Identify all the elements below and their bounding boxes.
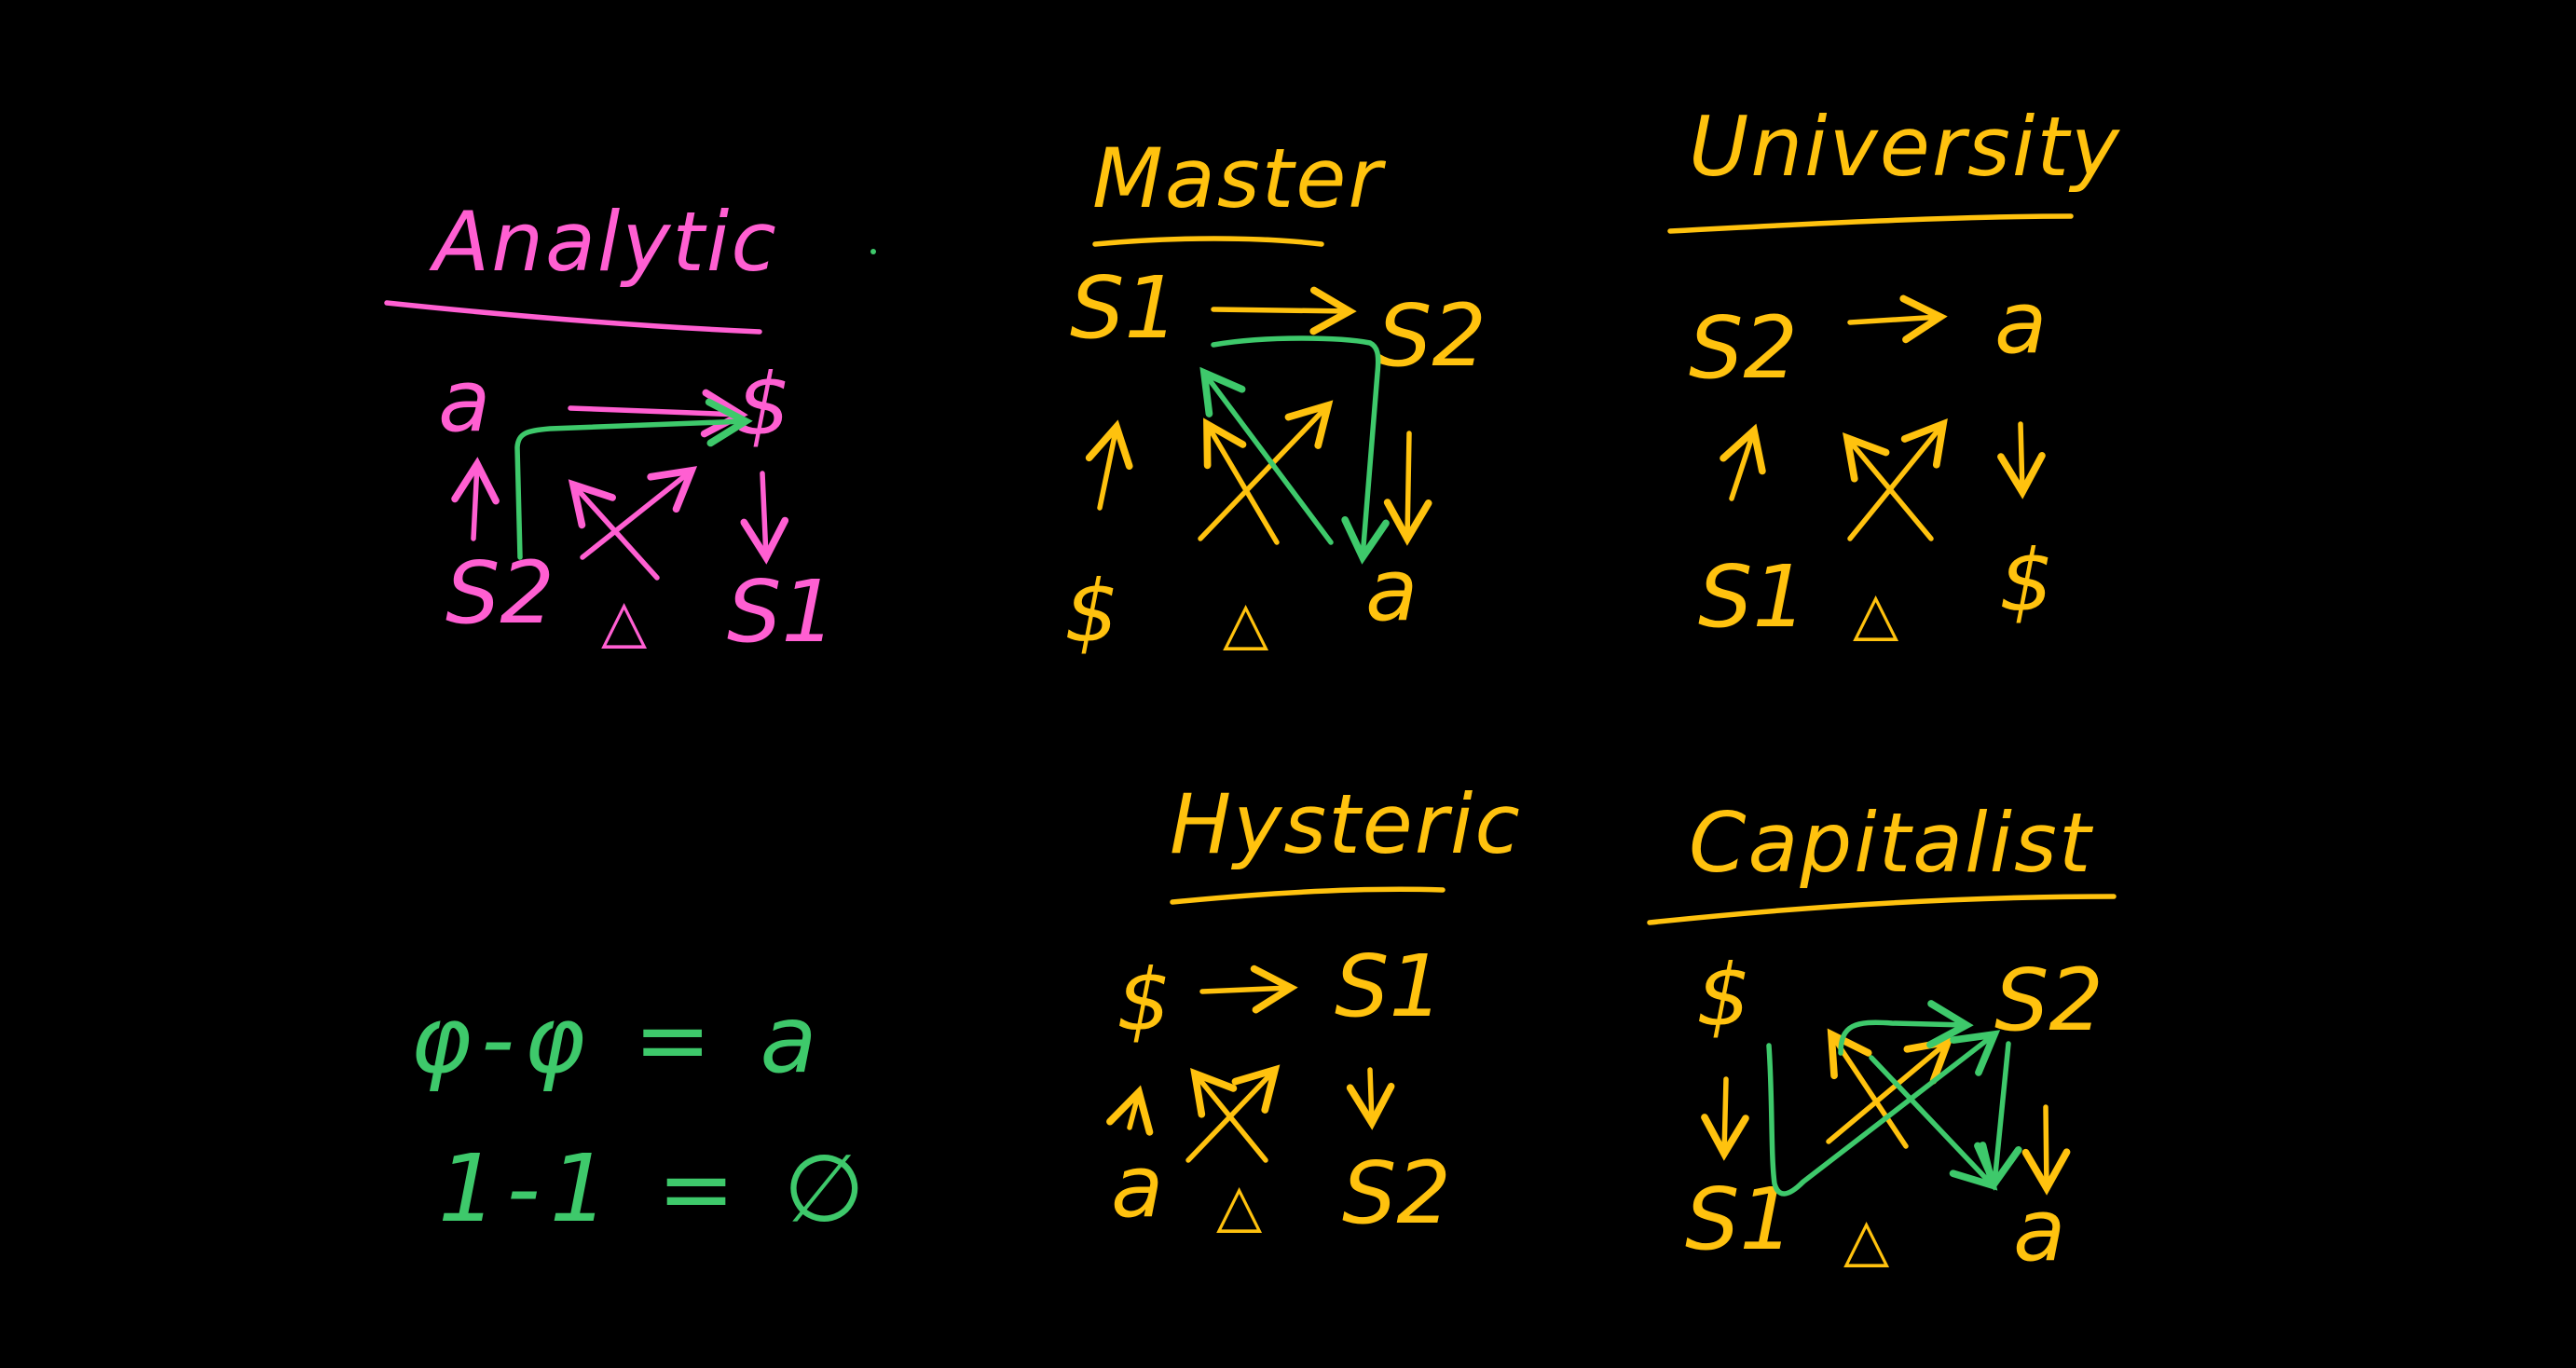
capitalist-arrow-diag-up — [1826, 1037, 1953, 1144]
hysteric-title-underline — [1170, 886, 1446, 905]
analytic-arrow-up — [451, 457, 500, 541]
university-arrow-diag-up — [1847, 417, 1948, 541]
capitalist-arrow-down-left — [1701, 1076, 1749, 1161]
university-other: a — [1994, 273, 2047, 373]
capitalist-title: Capitalist — [1689, 795, 2094, 891]
hysteric-arrow-top — [1199, 964, 1298, 1014]
university-arrow-diag-back — [1843, 432, 1934, 541]
capitalist-green-right — [1974, 1041, 2022, 1191]
university-discourse: University S2 a S1 △ $ — [1667, 99, 2121, 649]
capitalist-arrow-down-right — [2021, 1104, 2071, 1196]
analytic-other: $ — [736, 355, 791, 455]
master-arrow-diag-back — [1203, 417, 1280, 545]
analytic-arrow-down — [740, 471, 789, 565]
hysteric-agent: $ — [1117, 951, 1172, 1050]
capitalist-truth: S1 — [1685, 1170, 1794, 1269]
university-title-underline — [1667, 213, 2074, 234]
hysteric-truth: a — [1111, 1137, 1163, 1237]
university-arrow-up — [1720, 423, 1766, 501]
master-arrow-up — [1085, 419, 1133, 511]
capitalist-green-diag — [1869, 1055, 1998, 1191]
capitalist-impossibility: △ — [1843, 1206, 1890, 1275]
master-impossibility: △ — [1223, 589, 1269, 658]
master-title: Master — [1092, 130, 1386, 226]
capitalist-title-underline — [1647, 894, 2117, 925]
university-truth: S1 — [1698, 547, 1807, 647]
university-impossibility: △ — [1853, 580, 1899, 649]
hysteric-other: S1 — [1335, 937, 1444, 1036]
hysteric-title: Hysteric — [1170, 776, 1522, 872]
analytic-impossibility: △ — [601, 587, 648, 656]
master-agent: S1 — [1070, 258, 1179, 358]
hysteric-discourse: Hysteric $ S1 a △ S2 — [1106, 776, 1522, 1243]
university-agent: S2 — [1689, 298, 1798, 398]
capitalist-discourse: Capitalist $ S2 S1 △ a — [1647, 795, 2117, 1280]
master-green-diag — [1199, 366, 1334, 545]
analytic-product: S1 — [727, 562, 836, 662]
analytic-arrow-diag-up — [580, 466, 698, 560]
capitalist-other: S2 — [1994, 951, 2103, 1050]
hysteric-arrow-up — [1106, 1085, 1154, 1136]
capitalist-agent: $ — [1696, 946, 1751, 1046]
master-arrow-top — [1211, 286, 1357, 335]
university-arrow-down — [1997, 421, 2046, 499]
analytic-arrow-top — [568, 389, 748, 438]
equations: φ-φ = a 1-1 = ∅ — [410, 985, 874, 1243]
hysteric-product: S2 — [1342, 1143, 1451, 1243]
analytic-discourse: Analytic a $ S2 △ S1 — [384, 194, 876, 662]
hysteric-arrow-down — [1346, 1067, 1395, 1130]
stray-dot — [870, 249, 876, 254]
capitalist-arrow-diag-back — [1827, 1028, 1909, 1149]
analytic-arrow-diag-back — [568, 479, 660, 581]
analytic-title-underline — [384, 300, 762, 335]
capitalist-green-swoop — [1766, 1030, 2001, 1197]
master-arrow-diag-up — [1198, 400, 1334, 541]
analytic-title: Analytic — [429, 194, 778, 290]
hysteric-impossibility: △ — [1216, 1171, 1263, 1240]
capitalist-product: a — [2013, 1181, 2065, 1280]
master-discourse: Master S1 S2 $ △ a — [1064, 130, 1487, 662]
analytic-truth: S2 — [445, 543, 555, 643]
university-product: $ — [1999, 531, 2054, 631]
hysteric-arrow-diag-back — [1190, 1067, 1268, 1163]
equation-one: 1-1 = ∅ — [438, 1134, 874, 1243]
master-truth: $ — [1064, 562, 1119, 662]
capitalist-green-top — [1838, 1000, 1974, 1056]
analytic-green-loop — [514, 398, 753, 560]
equation-phi: φ-φ = a — [410, 985, 827, 1094]
analytic-agent: a — [438, 351, 490, 451]
university-title: University — [1689, 99, 2121, 195]
master-title-underline — [1092, 236, 1324, 247]
master-other: S2 — [1377, 286, 1487, 386]
master-product: a — [1365, 540, 1418, 640]
master-arrow-down — [1383, 431, 1432, 546]
university-arrow-top — [1847, 294, 1948, 344]
master-green-loop-right — [1211, 335, 1390, 565]
